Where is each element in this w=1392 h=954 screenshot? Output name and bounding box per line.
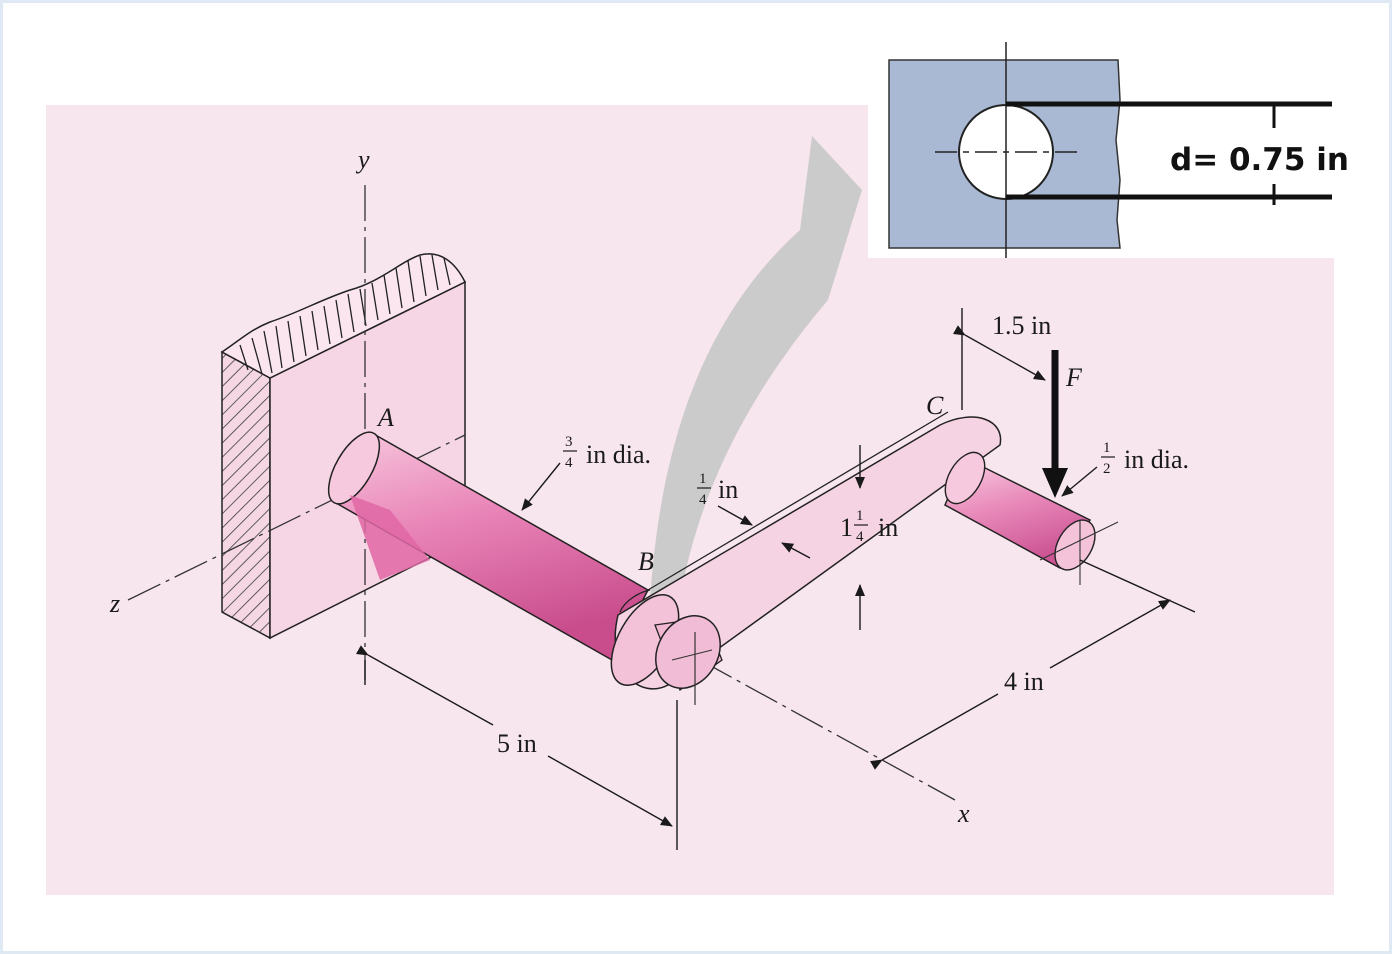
plate-w-den: 4 [856, 529, 864, 545]
pin-num: 1 [1103, 440, 1111, 456]
force-arrow [1042, 350, 1068, 498]
pin-b [654, 615, 723, 705]
shaft-ab-den: 4 [565, 455, 573, 471]
hole-detail-inset: d= 0.75 in [868, 40, 1349, 258]
dim-4in-label: 4 in [1004, 667, 1044, 696]
detail-arrow [650, 136, 862, 600]
shaft-ab [327, 431, 649, 662]
point-b-label: B [638, 547, 654, 576]
plate-w-num: 1 [856, 508, 864, 524]
pin-unit: in dia. [1124, 445, 1189, 474]
dim-5in-label: 5 in [497, 729, 537, 758]
plate-thk-unit: in [718, 475, 738, 504]
plate-thk-den: 4 [699, 492, 707, 508]
plate-w-whole: 1 [840, 513, 853, 542]
point-a-label: A [376, 403, 394, 432]
plate-thk-num: 1 [699, 471, 707, 487]
z-axis-label: z [109, 589, 120, 618]
pin-den: 2 [1103, 461, 1111, 477]
x-axis-label: x [957, 799, 970, 828]
plate-w-unit: in [878, 513, 898, 542]
pin-diameter-label: 1 2 in dia. [1101, 440, 1189, 477]
y-axis-label: y [355, 145, 370, 174]
shaft-ab-num: 3 [565, 434, 573, 450]
pin-c [944, 451, 1119, 585]
plate-thickness-label: 1 4 in [697, 471, 738, 508]
force-label: F [1065, 363, 1083, 392]
hole-diameter-label: d= 0.75 in [1170, 142, 1349, 178]
dimension-lines [355, 308, 1196, 850]
shaft-ab-unit: in dia. [586, 440, 651, 469]
shaft-ab-diameter-label: 3 4 in dia. [563, 434, 651, 471]
plate-width-label: 1 1 4 in [840, 508, 898, 545]
dim-1-5in-label: 1.5 in [992, 311, 1051, 340]
point-c-label: C [926, 391, 944, 420]
